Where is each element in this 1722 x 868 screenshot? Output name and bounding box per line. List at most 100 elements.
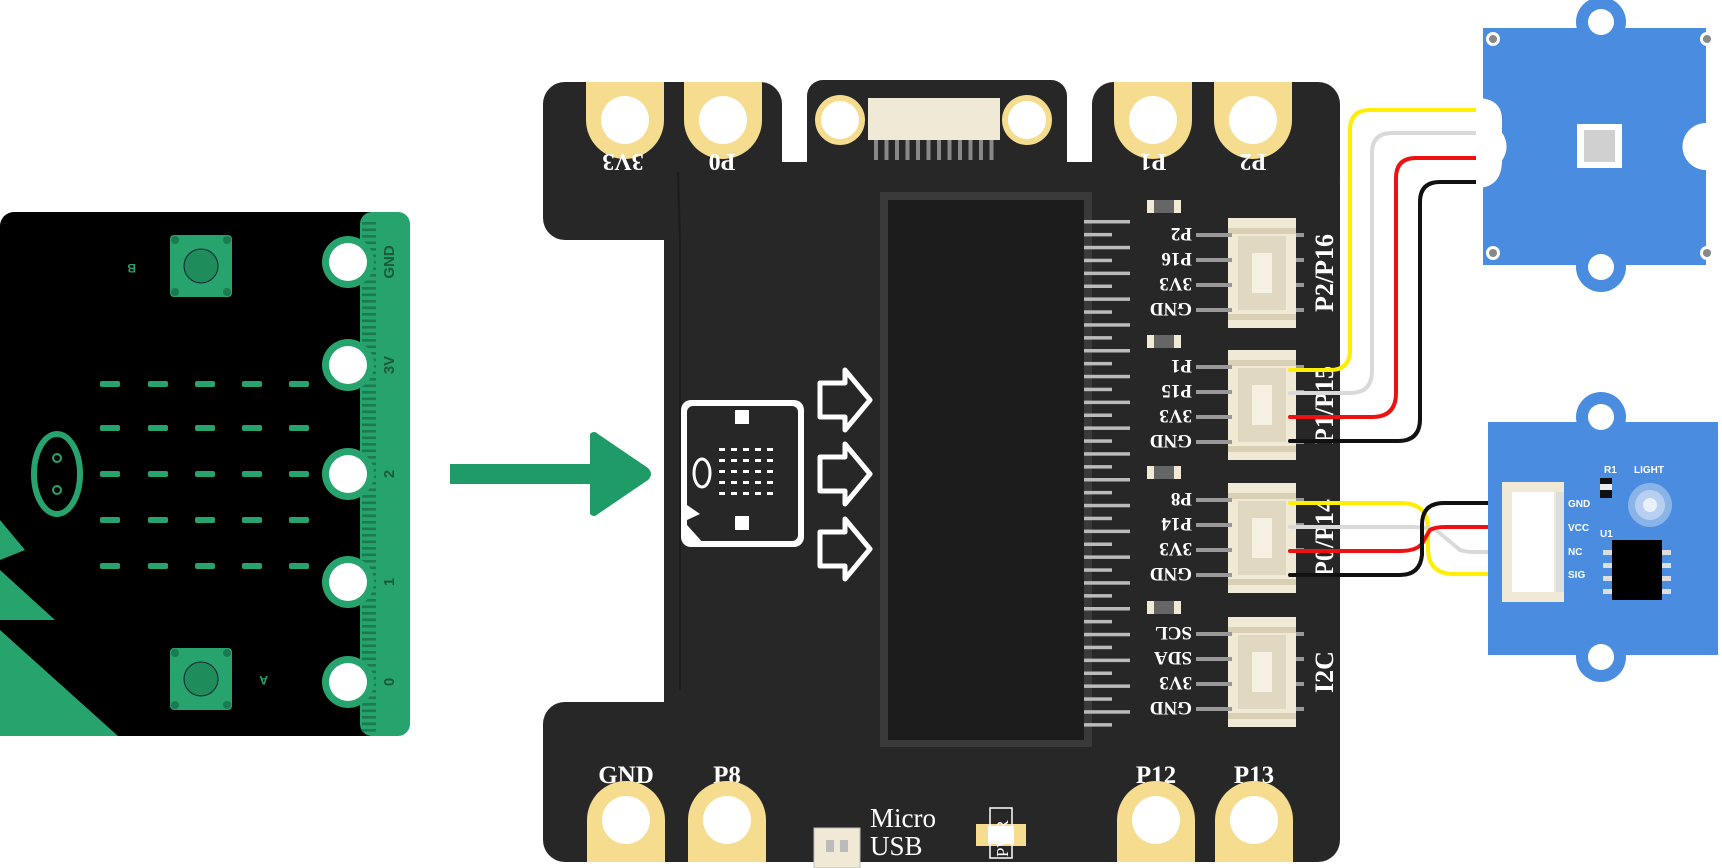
- rgb-led-module: [1483, 0, 1722, 292]
- grove-pin-lead: [1296, 682, 1304, 686]
- micro-usb-label-line2: USB: [870, 831, 923, 861]
- mini-led: [767, 492, 773, 495]
- microbit: B A GND 3V 2 1 0: [0, 212, 410, 736]
- grove-pin-lead: [1196, 233, 1232, 237]
- mini-led: [719, 448, 725, 451]
- edge-tick: [362, 508, 376, 511]
- pad-label-p0: P0: [709, 148, 736, 174]
- edge-tick: [362, 345, 376, 349]
- slot-pin: [1084, 452, 1130, 456]
- pad-gnd[interactable]: [587, 781, 665, 862]
- slot-pin: [1084, 426, 1130, 430]
- slot-pin: [1084, 349, 1130, 353]
- mini-led: [755, 459, 761, 462]
- grove-port-key: [1252, 652, 1272, 692]
- fpc-pin: [947, 140, 952, 160]
- led: [100, 517, 120, 523]
- slot-pin: [1084, 619, 1112, 624]
- edge-tick: [362, 241, 376, 245]
- pad-p1[interactable]: [1114, 82, 1192, 159]
- mini-led: [743, 459, 749, 462]
- grove-pin-label: SDA: [1154, 647, 1192, 668]
- grove-pin-lead: [1196, 573, 1232, 577]
- button-a[interactable]: [170, 648, 232, 710]
- grove-pin-lead: [1296, 632, 1304, 636]
- edge-tick: [362, 449, 376, 453]
- edge-tick: [362, 300, 376, 303]
- pad-p12[interactable]: [1117, 781, 1195, 862]
- led: [148, 563, 168, 569]
- led: [195, 381, 215, 387]
- grove-pin-lead: [1196, 632, 1232, 636]
- slot-pin: [1084, 284, 1112, 288]
- edge-ring-hole: [329, 455, 367, 493]
- grove-pin-label: 3V3: [1159, 672, 1192, 693]
- grove-pin-label: P14: [1161, 513, 1192, 534]
- edge-ring-hole: [329, 243, 367, 281]
- led: [148, 471, 168, 477]
- pad-p8[interactable]: [688, 781, 766, 862]
- edge-tick: [362, 618, 376, 622]
- led: [195, 563, 215, 569]
- edge-tick: [362, 657, 376, 661]
- grove-port-rim: [1228, 314, 1296, 320]
- grove-port-rim: [1228, 446, 1296, 452]
- mini-led: [731, 481, 737, 484]
- edge-tick: [362, 326, 376, 329]
- slot-pin: [1084, 232, 1112, 237]
- micro-usb-port[interactable]: [813, 827, 861, 868]
- button-b[interactable]: [170, 235, 232, 297]
- slot-pin: [1084, 374, 1130, 379]
- grove-port-key: [1252, 253, 1272, 293]
- led: [195, 517, 215, 523]
- slot-pin: [1084, 245, 1130, 250]
- grove-pin-lead: [1196, 523, 1232, 527]
- grove-pin-lead: [1196, 258, 1232, 262]
- edge-tick: [362, 293, 376, 297]
- edge-tick: [362, 612, 376, 615]
- pad-3v3[interactable]: [586, 82, 664, 159]
- fpc-pin: [968, 140, 973, 160]
- microbit-edge-slot: [880, 192, 1130, 747]
- edge-tick: [362, 306, 376, 310]
- slot-pin: [1084, 710, 1130, 714]
- hollow-right-arrow-icon: [817, 441, 873, 507]
- led: [289, 471, 309, 477]
- grove-port-rim: [1228, 228, 1296, 234]
- edge-tick: [362, 534, 376, 537]
- expansion-board: 3V3 P0 P1 P2 GND P8 P12: [543, 80, 1340, 868]
- fpc-pin: [895, 140, 899, 160]
- edge-tick: [362, 703, 376, 706]
- edge-tick: [362, 456, 376, 459]
- light-module-pin-nc: NC: [1568, 547, 1582, 558]
- edge-tick: [362, 280, 376, 284]
- pwr-label: PWR: [993, 820, 1012, 858]
- edge-tick: [362, 410, 376, 414]
- grove-pin-lead: [1296, 233, 1304, 237]
- edge-tick: [362, 417, 376, 420]
- led: [100, 563, 120, 569]
- mini-led: [731, 459, 737, 462]
- slot-pin: [1084, 297, 1130, 301]
- pad-label-p1: P1: [1140, 148, 1167, 174]
- edge-tick: [362, 553, 376, 557]
- pad-p0[interactable]: [684, 82, 762, 159]
- grove-port-label: I2C: [1310, 651, 1339, 693]
- edge-tick: [362, 599, 376, 602]
- pad-p2[interactable]: [1214, 82, 1292, 159]
- led: [242, 517, 262, 523]
- button-a-label: A: [259, 673, 268, 687]
- mini-led: [767, 470, 773, 473]
- grove-pin-lead: [1296, 657, 1304, 661]
- mini-led: [731, 492, 737, 495]
- rgb-module-plug: [1476, 98, 1502, 188]
- light-module-pin-sig: SIG: [1568, 570, 1585, 581]
- slot-pin: [1084, 310, 1112, 314]
- edge-tick: [362, 397, 376, 401]
- slot-pin: [1084, 555, 1130, 559]
- pad-p13[interactable]: [1215, 781, 1293, 862]
